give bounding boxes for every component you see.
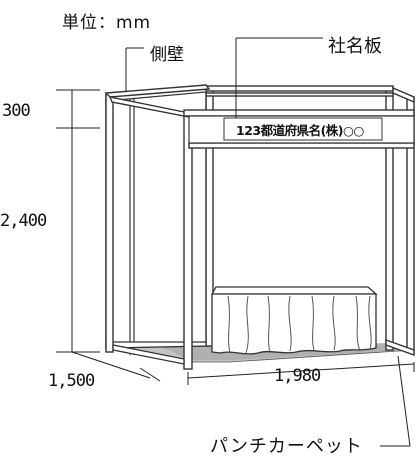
depth-label: 1,500 — [48, 371, 95, 391]
unit-label: 単位：mm — [62, 13, 152, 33]
back-frame — [205, 85, 394, 351]
company-sign-board — [188, 115, 415, 144]
side-wall-label: 側壁 — [150, 45, 184, 65]
front-left-post — [105, 93, 114, 353]
total-height-label: 2,400 — [0, 211, 47, 231]
carpet-label: パンチカーペット — [210, 436, 363, 457]
width-label: 1,980 — [274, 366, 321, 386]
company-sign-label: 社名板 — [328, 36, 382, 57]
dimension-lines — [56, 37, 415, 447]
table-with-cloth — [210, 286, 378, 355]
sign-plate-text: 123都道府県名(株)○○ — [236, 123, 364, 138]
side-wall-panel — [105, 86, 207, 355]
fascia-height-label: 300 — [2, 101, 31, 121]
front-base-rail — [112, 344, 185, 365]
